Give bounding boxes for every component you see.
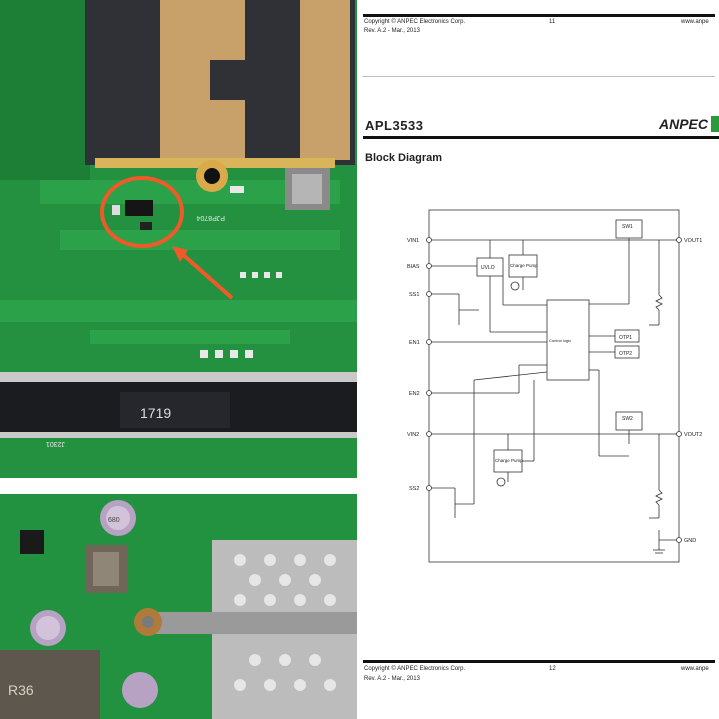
cap-label: 680 bbox=[108, 517, 120, 524]
title-rule bbox=[363, 136, 719, 139]
brand-logo-mark bbox=[711, 116, 719, 132]
block-diagram: VIN1 BIAS SS1 EN1 EN2 VIN2 SS2 VOUT1 VOU… bbox=[407, 209, 702, 563]
charge-pump-2-label: Charge Pump bbox=[495, 458, 523, 463]
footer-copyright: Copyright © ANPEC Electronics Corp. bbox=[364, 666, 466, 672]
header-website: www.anpe bbox=[681, 19, 709, 25]
page-break-rule bbox=[363, 76, 715, 77]
pcb-photo-drawing: PJP8704 1719 J2301 680 R36 bbox=[0, 0, 357, 719]
switch2-label: SW2 bbox=[622, 416, 633, 422]
pin-gnd: GND bbox=[684, 538, 696, 544]
inductor-1: R36 bbox=[8, 682, 34, 698]
pin-ss1: SS1 bbox=[409, 292, 419, 298]
pcb-photo: PJP8704 1719 J2301 680 R36 bbox=[0, 0, 357, 719]
footer-website: www.anpe bbox=[681, 666, 709, 672]
pin-vout1: VOUT1 bbox=[684, 238, 702, 244]
header-page-number: 11 bbox=[549, 19, 556, 25]
pin-vout2: VOUT2 bbox=[684, 432, 702, 438]
panel-divider bbox=[357, 0, 359, 719]
footer-revision: Rev. A.2 - Mar., 2013 bbox=[364, 676, 420, 682]
otp1-label: OTP1 bbox=[619, 335, 632, 341]
header-revision: Rev. A.2 - Mar., 2013 bbox=[364, 28, 420, 34]
charge-pump-1-label: Charge Pump bbox=[510, 263, 538, 268]
footer-page-number: 12 bbox=[549, 666, 556, 672]
uvlo-label: UVLO bbox=[481, 265, 495, 271]
pin-ss2: SS2 bbox=[409, 486, 419, 492]
brand-logo: ANPEC bbox=[659, 116, 709, 132]
board-marking: 1719 bbox=[140, 405, 171, 421]
control-label: Control logic bbox=[549, 338, 571, 343]
switch1-label: SW1 bbox=[622, 224, 633, 230]
otp2-label: OTP2 bbox=[619, 351, 632, 357]
part-number: APL3533 bbox=[365, 118, 424, 133]
datasheet-page: Copyright © ANPEC Electronics Corp. 11 w… bbox=[359, 0, 719, 719]
pin-vin2: VIN2 bbox=[407, 432, 419, 438]
pin-en2: EN2 bbox=[409, 391, 420, 397]
silk-label-1: PJP8704 bbox=[196, 214, 225, 221]
footer-rule bbox=[363, 660, 715, 663]
section-title: Block Diagram bbox=[365, 152, 443, 164]
silk-label-2: J2301 bbox=[46, 440, 65, 447]
pin-bias: BIAS bbox=[407, 264, 420, 270]
header-copyright: Copyright © ANPEC Electronics Corp. bbox=[364, 19, 466, 25]
header-rule bbox=[363, 14, 715, 17]
pin-en1: EN1 bbox=[409, 340, 420, 346]
pin-vin1: VIN1 bbox=[407, 238, 419, 244]
